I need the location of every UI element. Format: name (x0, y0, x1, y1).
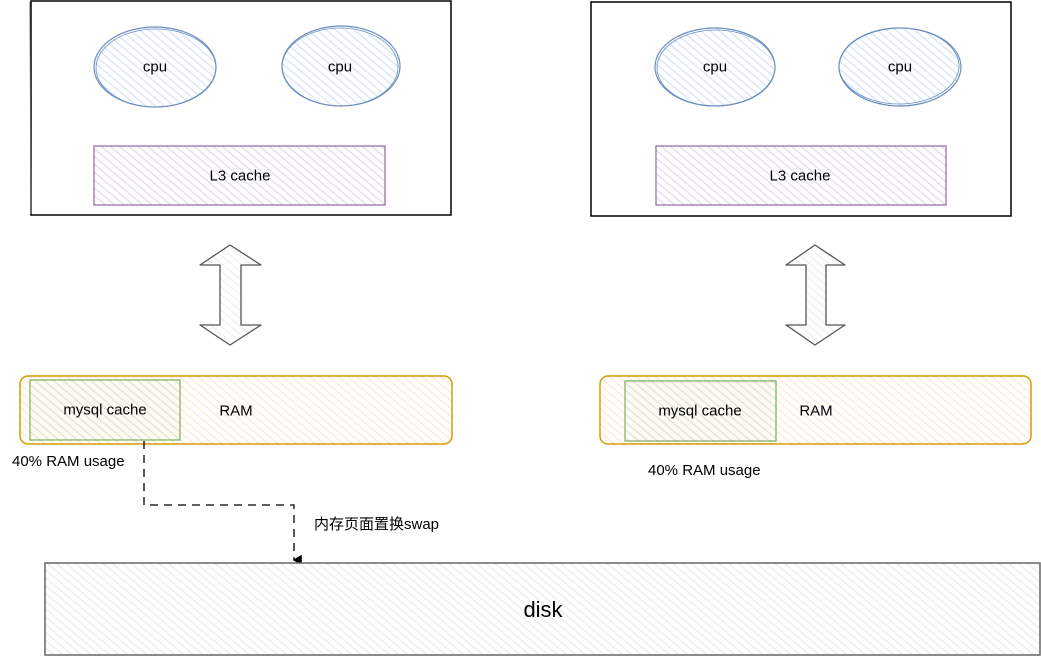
right-l3-cache-label: L3 cache (769, 167, 831, 185)
right-mysql-cache (624, 380, 777, 442)
swap-edge-dashed-arrow (143, 441, 302, 566)
left-ram-label: RAM (219, 402, 253, 420)
left-l3-cache (93, 145, 386, 206)
left-cpu-1-label: cpu (142, 58, 168, 76)
left-bidirectional-arrow (199, 244, 262, 346)
left-mysql-cache (29, 379, 181, 441)
right-ram-usage-label: 40% RAM usage (648, 462, 761, 479)
right-ram-label: RAM (799, 402, 833, 420)
right-cpu-2-label: cpu (887, 58, 913, 76)
right-cpu-1 (654, 27, 776, 107)
right-cpu-2 (838, 27, 962, 107)
left-cpu-2 (281, 25, 401, 107)
right-cpu-1-label: cpu (702, 58, 728, 76)
swap-edge-label: 内存页面置换swap (314, 516, 440, 533)
disk-box (44, 562, 1041, 656)
right-bidirectional-arrow (785, 244, 846, 346)
disk-label: disk (523, 597, 563, 622)
left-cpu-2-label: cpu (327, 58, 353, 76)
left-cpu-1 (93, 26, 217, 108)
right-mysql-cache-label: mysql cache (658, 402, 742, 420)
right-l3-cache (655, 145, 947, 206)
left-l3-cache-label: L3 cache (209, 167, 271, 185)
left-mysql-cache-label: mysql cache (63, 401, 147, 419)
left-ram-usage-label: 40% RAM usage (12, 453, 125, 470)
